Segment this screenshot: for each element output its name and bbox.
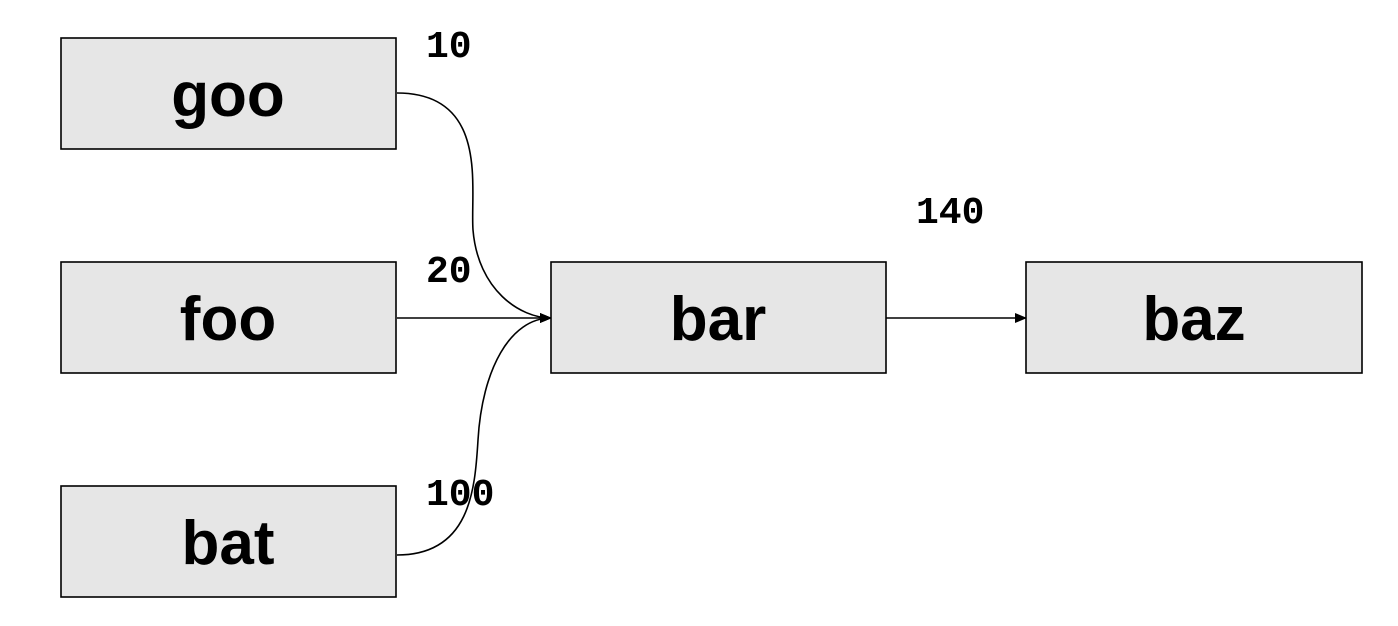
edge-label-bat-bar: 100 — [426, 474, 494, 517]
node-baz: baz — [1025, 261, 1363, 374]
node-foo: foo — [60, 261, 397, 374]
node-goo: goo — [60, 37, 397, 150]
node-bat-label: bat — [182, 509, 275, 578]
edge-label-goo-bar: 10 — [426, 26, 472, 69]
node-baz-label: baz — [1142, 285, 1245, 354]
edge-bat-to-bar — [396, 313, 552, 556]
edge-label-foo-bar: 20 — [426, 251, 472, 294]
node-bat: bat — [60, 485, 397, 598]
node-foo-label: foo — [180, 285, 276, 354]
node-bar: bar — [550, 261, 887, 374]
edge-label-bar-baz: 140 — [916, 192, 984, 235]
node-goo-label: goo — [171, 61, 285, 130]
edge-goo-to-bar — [396, 92, 552, 323]
node-bar-label: bar — [670, 285, 766, 354]
